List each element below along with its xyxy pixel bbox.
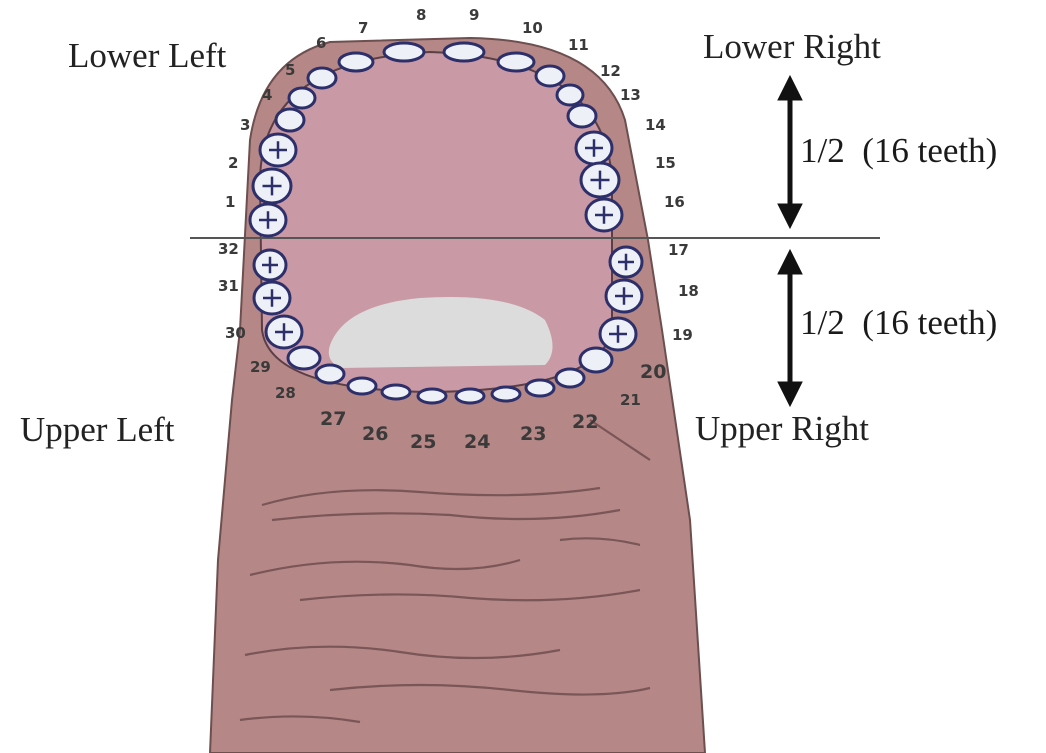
tooth-number-15: 15 bbox=[655, 154, 676, 172]
tooth-number-30: 30 bbox=[225, 324, 246, 342]
tooth-13 bbox=[568, 105, 596, 127]
label-lower-left: Lower Left bbox=[68, 36, 227, 75]
tooth-25 bbox=[418, 389, 446, 403]
label-upper-left: Upper Left bbox=[20, 410, 175, 449]
tooth-number-5: 5 bbox=[285, 61, 295, 79]
tooth-9 bbox=[444, 43, 484, 61]
tooth-11 bbox=[536, 66, 564, 86]
label-bottom-half: 1/2 (16 teeth) bbox=[800, 303, 997, 342]
tooth-number-10: 10 bbox=[522, 19, 543, 37]
tooth-number-25: 25 bbox=[410, 431, 436, 453]
tooth-number-7: 7 bbox=[358, 19, 368, 37]
tooth-6 bbox=[308, 68, 336, 88]
label-top-half: 1/2 (16 teeth) bbox=[800, 131, 997, 170]
tooth-12 bbox=[557, 85, 583, 105]
label-lower-right: Lower Right bbox=[703, 27, 881, 66]
tooth-number-11: 11 bbox=[568, 36, 589, 54]
tooth-number-4: 4 bbox=[262, 86, 272, 104]
tooth-5 bbox=[289, 88, 315, 108]
tooth-number-22: 22 bbox=[572, 411, 598, 433]
tooth-20 bbox=[580, 348, 612, 372]
tooth-21 bbox=[556, 369, 584, 387]
arrow-bottom-half bbox=[778, 250, 802, 406]
tooth-number-19: 19 bbox=[672, 326, 693, 344]
tooth-number-16: 16 bbox=[664, 193, 685, 211]
tooth-number-13: 13 bbox=[620, 86, 641, 104]
tooth-number-9: 9 bbox=[469, 6, 479, 24]
tooth-number-27: 27 bbox=[320, 408, 346, 430]
tooth-number-23: 23 bbox=[520, 423, 546, 445]
tooth-number-20: 20 bbox=[640, 361, 666, 383]
tooth-number-24: 24 bbox=[464, 431, 490, 453]
tooth-number-29: 29 bbox=[250, 358, 271, 376]
tooth-number-31: 31 bbox=[218, 277, 239, 295]
tooth-number-1: 1 bbox=[225, 193, 235, 211]
arrow-top-half bbox=[778, 76, 802, 228]
tooth-number-3: 3 bbox=[240, 116, 250, 134]
tooth-number-21: 21 bbox=[620, 391, 641, 409]
tooth-number-18: 18 bbox=[678, 282, 699, 300]
tooth-number-6: 6 bbox=[316, 34, 326, 52]
tooth-number-8: 8 bbox=[416, 6, 426, 24]
tooth-22 bbox=[526, 380, 554, 396]
tooth-26 bbox=[382, 385, 410, 399]
tooth-number-17: 17 bbox=[668, 241, 689, 259]
label-upper-right: Upper Right bbox=[695, 409, 869, 448]
tooth-8 bbox=[384, 43, 424, 61]
tooth-24 bbox=[456, 389, 484, 403]
tooth-10 bbox=[498, 53, 534, 71]
tooth-number-14: 14 bbox=[645, 116, 666, 134]
tooth-number-26: 26 bbox=[362, 423, 388, 445]
tooth-4 bbox=[276, 109, 304, 131]
tooth-28 bbox=[316, 365, 344, 383]
tooth-29 bbox=[288, 347, 320, 369]
tooth-number-32: 32 bbox=[218, 240, 239, 258]
tooth-23 bbox=[492, 387, 520, 401]
tooth-number-28: 28 bbox=[275, 384, 296, 402]
tooth-27 bbox=[348, 378, 376, 394]
tooth-7 bbox=[339, 53, 373, 71]
tooth-number-12: 12 bbox=[600, 62, 621, 80]
tooth-number-2: 2 bbox=[228, 154, 238, 172]
